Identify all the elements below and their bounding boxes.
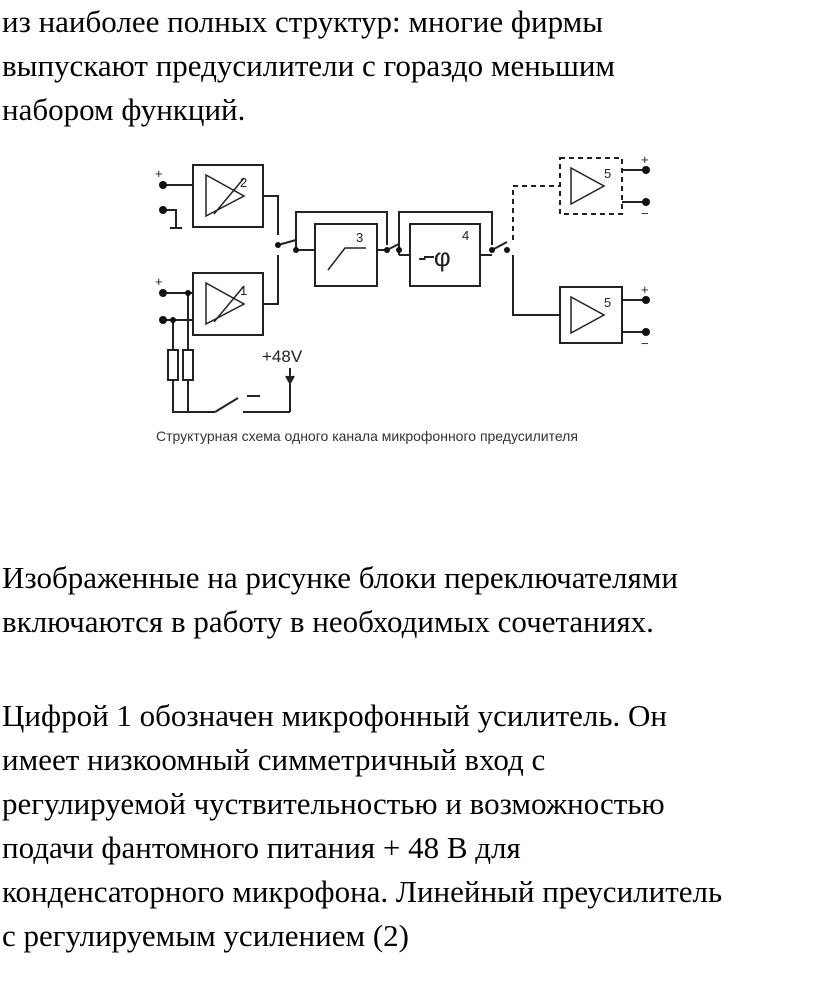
- block-3-number: 3: [356, 230, 363, 245]
- phase-invert-symbol: - φ: [418, 242, 451, 272]
- block-2-number: 2: [240, 175, 247, 190]
- block-5-bottom: [559, 286, 623, 344]
- block-2: [192, 164, 264, 228]
- plus-terminal-label: +: [155, 166, 163, 181]
- text-line: конденсаторного микрофона. Линейный преу…: [2, 874, 723, 909]
- minus-terminal-label: −: [641, 336, 649, 351]
- block-5-bottom-number: 5: [604, 295, 611, 310]
- text-line: регулируемой чуствительностью и возможно…: [2, 786, 665, 821]
- intro-paragraph: из наиболее полных структур: многие фирм…: [2, 0, 615, 132]
- block-1: [192, 272, 264, 336]
- text-line: из наиболее полных структур: многие фирм…: [2, 4, 604, 39]
- text-line: включаются в работу в необходимых сочета…: [2, 604, 654, 639]
- paragraph-switches: Изображенные на рисунке блоки переключат…: [2, 556, 678, 644]
- text-line: выпускают предусилители с гораздо меньши…: [2, 48, 616, 83]
- text-line: Изображенные на рисунке блоки переключат…: [2, 560, 678, 595]
- text-line: имеет низкоомный симметричный вход с: [2, 742, 546, 777]
- block-3: [314, 223, 378, 287]
- block-1-number: 1: [240, 283, 247, 298]
- text-line: Цифрой 1 обозначен микрофонный усилитель…: [2, 698, 667, 733]
- block-5-top: [559, 157, 623, 215]
- block-4-number: 4: [462, 228, 469, 243]
- paragraph-mic-amplifier: Цифрой 1 обозначен микрофонный усилитель…: [2, 694, 722, 958]
- minus-terminal-label: −: [641, 206, 649, 221]
- text-line: с регулируемым усилением (2): [2, 918, 409, 953]
- text-line: набором функций.: [2, 92, 246, 127]
- amp-triangle-2: [205, 173, 246, 218]
- block-4: [409, 223, 481, 287]
- block-5-top-number: 5: [604, 166, 611, 181]
- phantom-power-label: +48V: [262, 347, 303, 366]
- plus-terminal-label: +: [155, 274, 163, 289]
- plus-terminal-label: +: [641, 152, 649, 167]
- text-line: подачи фантомного питания + 48 В для: [2, 830, 521, 865]
- figure-caption: Структурная схема одного канала микрофон…: [156, 428, 578, 444]
- block-diagram: 2 1 3 4 5 5 + + + − + − - φ +48V: [155, 152, 650, 413]
- amp-triangle-1: [205, 281, 246, 326]
- plus-terminal-label: +: [641, 282, 649, 297]
